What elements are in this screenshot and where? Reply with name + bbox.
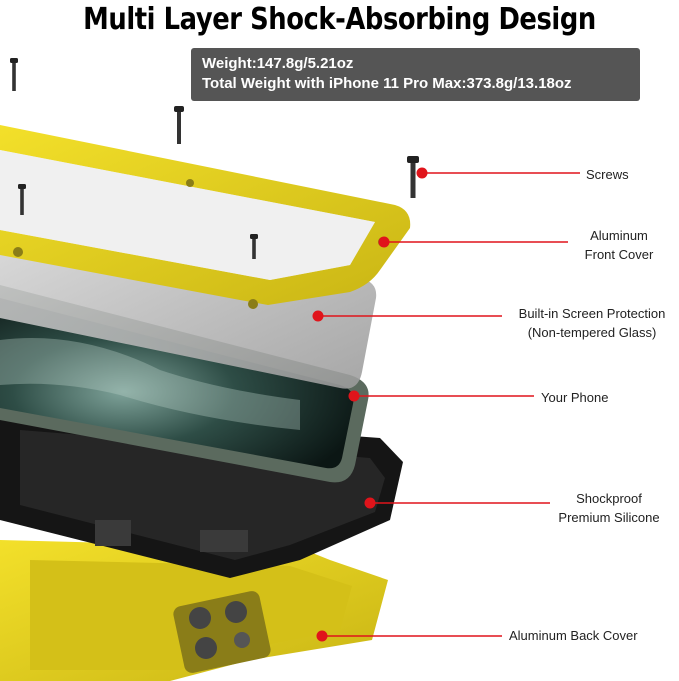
weight-text: Weight:147.8g/5.21oz xyxy=(202,55,354,72)
screws-part xyxy=(10,58,419,259)
spec-box: Weight:147.8g/5.21oz Total Weight with i… xyxy=(191,48,640,101)
label-back-cover: Aluminum Back Cover xyxy=(509,628,638,643)
label-silicone-line1: Shockproof xyxy=(576,491,642,506)
label-screws: Screws xyxy=(586,167,629,182)
back-cover-part xyxy=(0,540,388,681)
label-screen-protection-line1: Built-in Screen Protection xyxy=(518,306,666,321)
page-title: Multi Layer Shock-Absorbing Design xyxy=(83,2,596,37)
label-front-cover-line1: Aluminum xyxy=(590,228,648,243)
label-front-cover-line2: Front Cover xyxy=(584,247,654,262)
label-silicone: Shockproof Premium Silicone xyxy=(550,489,668,527)
pointer-lines xyxy=(312,167,580,642)
total-weight-text: Total Weight with iPhone 11 Pro Max:373.… xyxy=(202,75,572,92)
label-screen-protection-line2: (Non-tempered Glass) xyxy=(527,325,657,340)
label-silicone-line2: Premium Silicone xyxy=(558,510,660,525)
front-cover-part xyxy=(0,125,411,309)
label-phone: Your Phone xyxy=(541,390,609,405)
label-screen-protection: Built-in Screen Protection (Non-tempered… xyxy=(506,304,678,342)
label-front-cover: Aluminum Front Cover xyxy=(574,226,664,264)
